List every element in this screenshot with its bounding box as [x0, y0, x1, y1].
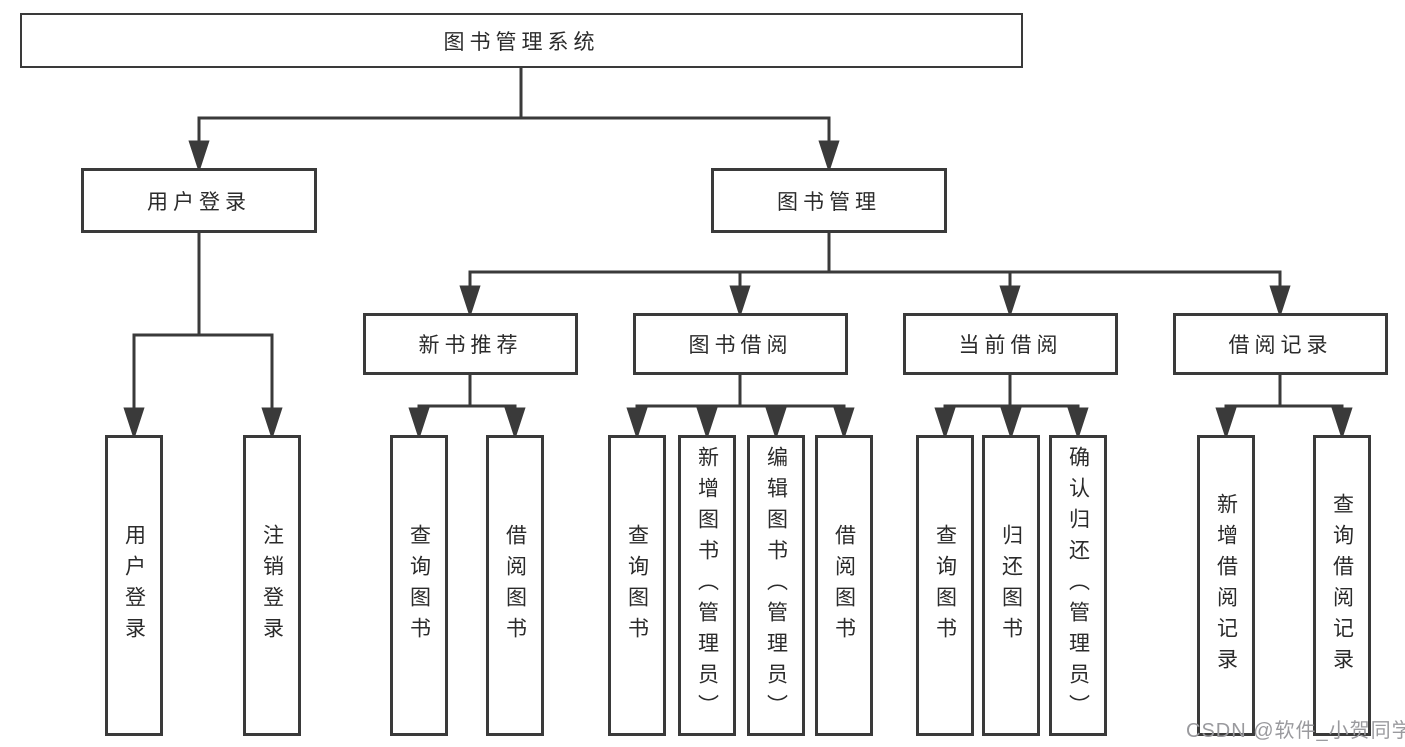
node-label: 图书管理	[777, 190, 881, 214]
leaf-label: 编辑图书（管理员）	[764, 446, 788, 725]
node-new-book-recommend: 新书推荐	[363, 313, 578, 375]
leaf-return-books: 归还图书	[982, 435, 1040, 736]
leaf-current-query-books: 查询图书	[916, 435, 974, 736]
arrowhead-icon	[188, 140, 210, 173]
arrowhead-icon	[696, 407, 718, 440]
leaf-logout: 注销登录	[243, 435, 301, 736]
node-user-login: 用户登录	[81, 168, 317, 233]
leaf-recommend-borrow-books: 借阅图书	[486, 435, 544, 736]
leaf-label: 查询图书	[407, 523, 431, 648]
leaf-label: 借阅图书	[503, 523, 527, 648]
node-label: 图书借阅	[688, 334, 793, 357]
connector-login-to-leaves	[123, 233, 283, 440]
leaf-query-borrow-record: 查询借阅记录	[1313, 435, 1371, 736]
arrowhead-icon	[626, 407, 648, 440]
node-label: 用户登录	[147, 190, 251, 214]
arrowhead-icon	[408, 407, 430, 440]
arrowhead-icon	[999, 285, 1021, 318]
arrowhead-icon	[729, 285, 751, 318]
node-borrow-records: 借阅记录	[1173, 313, 1388, 375]
node-label: 新书推荐	[418, 334, 523, 357]
arrowhead-icon	[934, 407, 956, 440]
connector-current-to-leaves	[934, 375, 1089, 440]
node-root: 图书管理系统	[20, 13, 1023, 68]
leaf-label: 查询图书	[625, 523, 649, 648]
leaf-label: 确认归还（管理员）	[1066, 446, 1090, 725]
arrowhead-icon	[833, 407, 855, 440]
leaf-label: 注销登录	[260, 523, 284, 648]
node-root-label: 图书管理系统	[443, 30, 600, 54]
connector-borrow-to-leaves	[626, 375, 855, 440]
arrowhead-icon	[1000, 407, 1022, 440]
leaf-label: 查询图书	[933, 523, 957, 648]
leaf-label: 用户登录	[122, 523, 146, 648]
leaf-add-books-admin: 新增图书（管理员）	[678, 435, 736, 736]
connector-management-to-level2	[459, 233, 1291, 318]
node-book-borrow: 图书借阅	[633, 313, 848, 375]
leaf-borrow-books: 借阅图书	[815, 435, 873, 736]
connector-root-to-level1	[188, 68, 840, 173]
leaf-borrow-query-books: 查询图书	[608, 435, 666, 736]
leaf-add-borrow-record: 新增借阅记录	[1197, 435, 1255, 736]
leaf-edit-books-admin: 编辑图书（管理员）	[747, 435, 805, 736]
node-label: 当前借阅	[958, 334, 1063, 357]
node-current-borrow: 当前借阅	[903, 313, 1118, 375]
leaf-label: 归还图书	[999, 523, 1023, 648]
csdn-watermark: CSDN @软件_小贺同学	[1186, 720, 1405, 742]
leaf-recommend-query-books: 查询图书	[390, 435, 448, 736]
connector-records-to-leaves	[1215, 375, 1353, 440]
node-book-management: 图书管理	[711, 168, 947, 233]
leaf-label: 新增借阅记录	[1214, 492, 1238, 679]
leaf-user-login: 用户登录	[105, 435, 163, 736]
arrowhead-icon	[504, 407, 526, 440]
arrowhead-icon	[1331, 407, 1353, 440]
arrowhead-icon	[1215, 407, 1237, 440]
arrowhead-icon	[123, 407, 145, 440]
arrowhead-icon	[459, 285, 481, 318]
arrowhead-icon	[1067, 407, 1089, 440]
node-label: 借阅记录	[1228, 334, 1333, 357]
leaf-confirm-return-admin: 确认归还（管理员）	[1049, 435, 1107, 736]
arrowhead-icon	[818, 140, 840, 173]
connector-recommend-to-leaves	[408, 375, 526, 440]
leaf-label: 查询借阅记录	[1330, 492, 1354, 679]
leaf-label: 新增图书（管理员）	[695, 446, 719, 725]
arrowhead-icon	[1269, 285, 1291, 318]
arrowhead-icon	[765, 407, 787, 440]
arrowhead-icon	[261, 407, 283, 440]
leaf-label: 借阅图书	[832, 523, 856, 648]
